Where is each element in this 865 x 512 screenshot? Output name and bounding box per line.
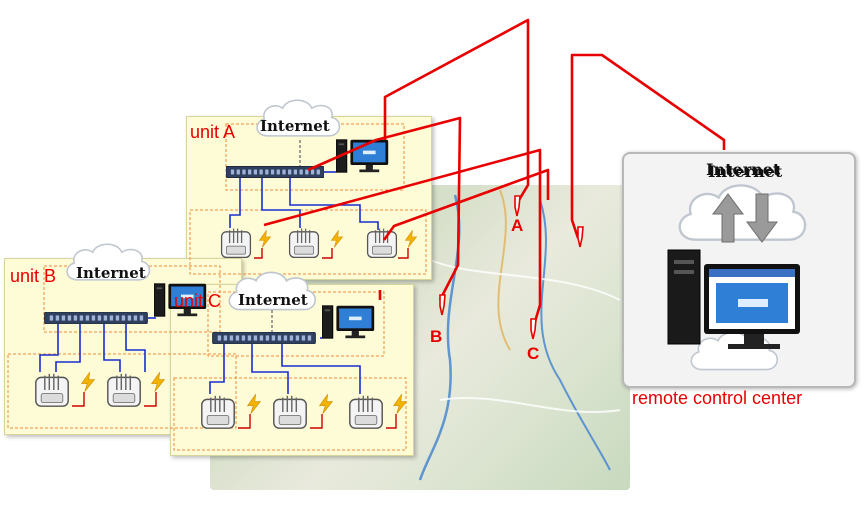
device-icon: [34, 372, 69, 408]
lightning-icon: [81, 372, 95, 392]
remote-site-pin-icon: [577, 226, 584, 248]
device-icon: [348, 394, 384, 430]
unit-a-dashed-frames: [189, 123, 427, 275]
site-c-label: C: [527, 344, 540, 363]
unit-a-blue-wires: [229, 140, 379, 230]
connection-lines: [263, 18, 726, 326]
remote-cloud-label-top: Internet: [708, 162, 783, 181]
unit-c-blue-wires: [209, 310, 361, 394]
unit-c-devices: [201, 394, 407, 430]
unit-a-label: unit A: [190, 122, 236, 142]
device-icon: [272, 394, 308, 430]
device-icon: [220, 227, 252, 259]
remote-cloud-label: Internet: [706, 160, 781, 179]
unit-b-label: unit B: [10, 266, 57, 286]
device-icon: [201, 394, 235, 430]
unit-c-switch-icon: [212, 332, 316, 344]
unit-c-label: unit C: [174, 291, 222, 311]
site-c-pin-icon: [530, 318, 537, 340]
lightning-icon: [319, 394, 333, 414]
unit-a-red-wires: [254, 248, 409, 259]
site-b-pin-icon: [439, 294, 446, 316]
unit-b-devices: [34, 372, 165, 408]
unit-b-blue-wires: [39, 317, 156, 372]
unit-c-red-wires: [238, 414, 397, 429]
site-a-pin-icon: [514, 195, 521, 217]
site-b-label: B: [430, 327, 443, 346]
unit-a-computer-icon: [336, 139, 389, 173]
lightning-icon: [405, 230, 417, 248]
lightning-icon: [151, 372, 165, 392]
lightning-icon: [331, 230, 343, 248]
remote-control-center-caption: remote control center: [632, 388, 803, 408]
unit-b-switch-icon: [44, 312, 148, 324]
unit-b-cloud-label: Internet: [76, 264, 146, 282]
remote-control-center-box: [622, 152, 856, 388]
lightning-icon: [259, 230, 271, 248]
unit-b-red-wires: [72, 392, 157, 407]
unit-c-computer-icon: [322, 305, 375, 339]
lightning-icon: [247, 394, 261, 414]
device-icon: [288, 227, 320, 259]
site-a-label: A: [511, 216, 524, 235]
lightning-icon: [393, 394, 407, 414]
device-icon: [107, 372, 141, 408]
unit-a-switch-icon: [226, 166, 324, 178]
unit-c-cloud-label: Internet: [238, 291, 308, 309]
unit-a-devices: [220, 227, 417, 259]
unit-a-cloud-label: Internet: [260, 117, 330, 135]
